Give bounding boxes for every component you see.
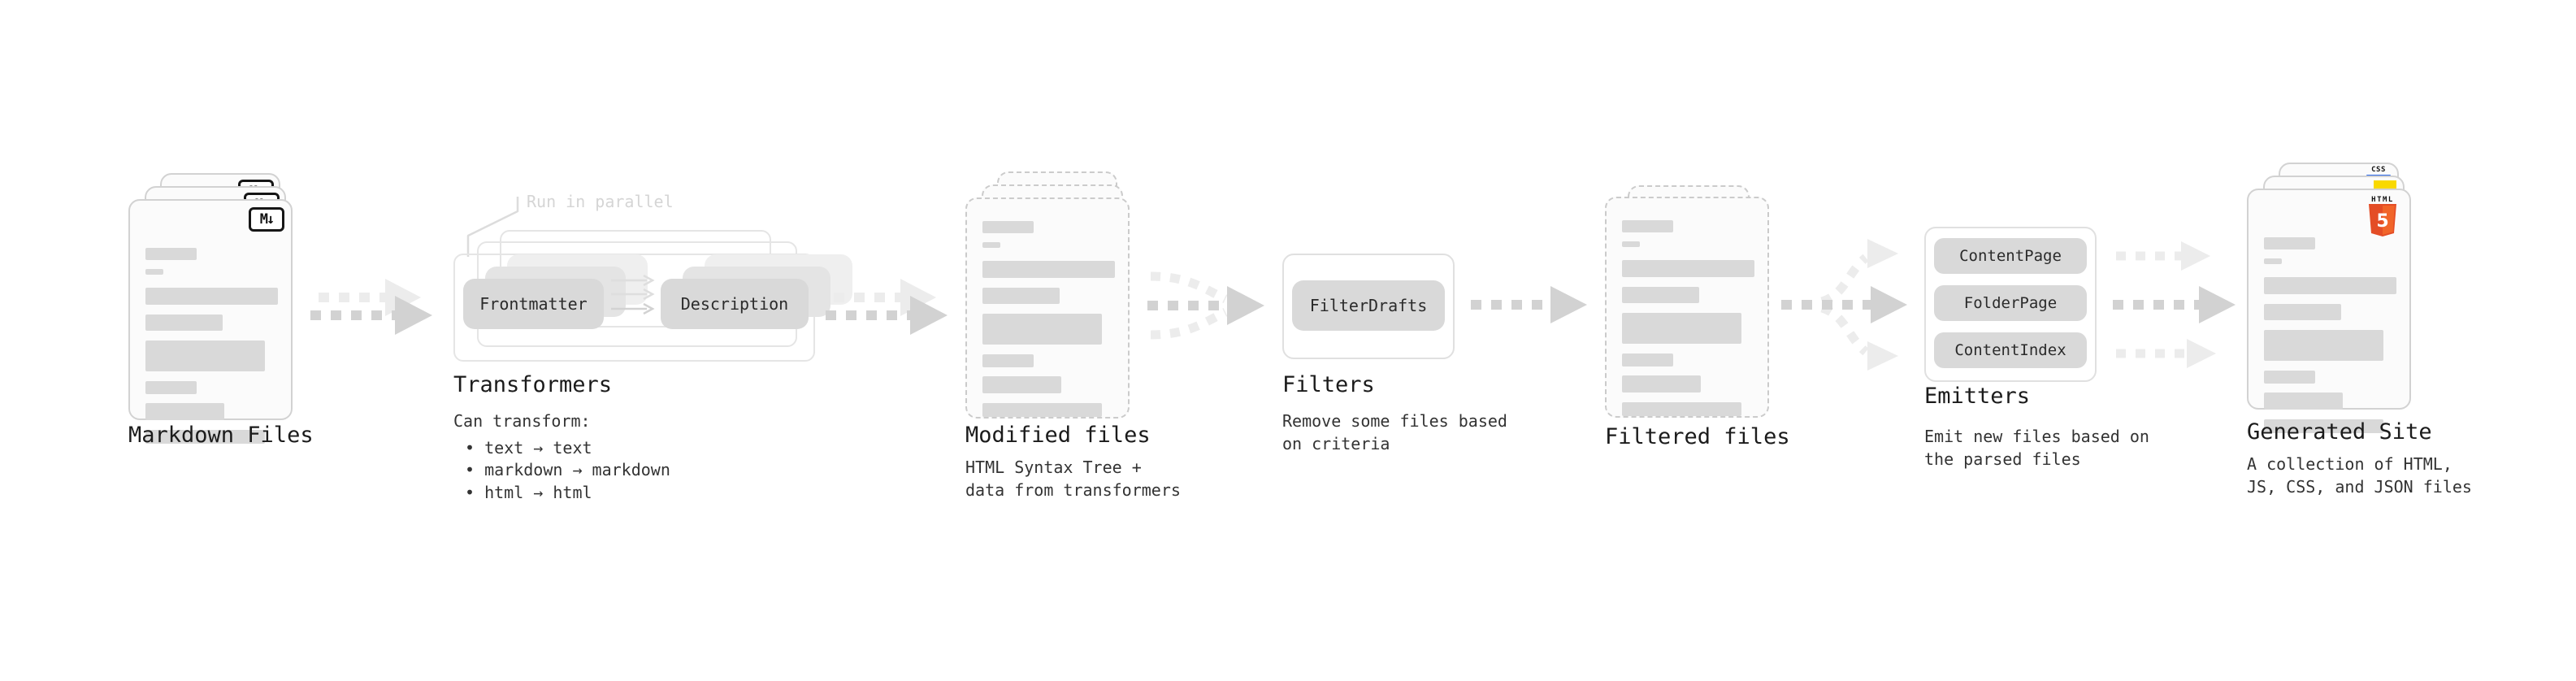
flow-arrow-emitters-to-site bbox=[2113, 241, 2236, 368]
modified-files-label: Modified files bbox=[965, 423, 1151, 448]
filtered-file-card bbox=[1605, 197, 1769, 418]
emitter-pill-contentindex: ContentIndex bbox=[1934, 332, 2087, 368]
caption-line: on criteria bbox=[1282, 433, 1390, 453]
mini-arrow bbox=[611, 288, 655, 300]
transformers-node: Run in parallel Frontmatter Description bbox=[453, 192, 852, 362]
caption-line: JS, CSS, and JSON files bbox=[2247, 476, 2472, 497]
caption-line: A collection of HTML, bbox=[2247, 454, 2452, 474]
generated-site-caption: A collection of HTML, JS, CSS, and JSON … bbox=[2247, 453, 2472, 498]
caption-bullet: • html → html bbox=[465, 482, 592, 502]
emitters-caption: Emit new files based on the parsed files bbox=[1924, 426, 2149, 471]
mini-arrow bbox=[611, 303, 655, 314]
transformers-label: Transformers bbox=[453, 372, 613, 397]
generated-site-label: Generated Site bbox=[2247, 419, 2432, 445]
html-file-card: HTML 5 bbox=[2247, 189, 2411, 433]
filters-label: Filters bbox=[1282, 372, 1375, 397]
run-in-parallel-annotation: Run in parallel bbox=[527, 192, 674, 211]
filtered-files-stack bbox=[1605, 185, 1777, 419]
mini-arrow bbox=[611, 275, 655, 286]
markdown-files-label: Markdown Files bbox=[128, 423, 314, 448]
caption-line: Remove some files based bbox=[1282, 411, 1507, 431]
markdown-icon: M↓ bbox=[249, 207, 284, 232]
html5-icon: HTML 5 bbox=[2364, 196, 2401, 240]
flow-arrow-transformers-to-modified bbox=[826, 279, 948, 335]
filters-caption: Remove some files based on criteria bbox=[1282, 410, 1507, 455]
emitter-pill-contentpage: ContentPage bbox=[1934, 238, 2087, 274]
emitters-label: Emitters bbox=[1924, 384, 2031, 409]
svg-text:5: 5 bbox=[2376, 211, 2388, 232]
caption-line: HTML Syntax Tree + bbox=[965, 458, 1142, 477]
flow-arrow-markdown-to-transformers bbox=[310, 279, 432, 335]
caption-line: the parsed files bbox=[1924, 449, 2081, 469]
markdown-files-stack: M↓ M↓ M↓ bbox=[128, 173, 301, 444]
leader-line bbox=[466, 197, 519, 257]
caption-bullet: • markdown → markdown bbox=[465, 460, 670, 479]
caption-bullet: • text → text bbox=[465, 437, 592, 458]
modified-files-stack bbox=[965, 171, 1138, 419]
mock-text-lines bbox=[145, 248, 278, 444]
filter-pill-filterdrafts: FilterDrafts bbox=[1292, 280, 1445, 331]
transformer-pill-frontmatter: Frontmatter bbox=[463, 279, 604, 329]
transformer-pill-description: Description bbox=[661, 279, 809, 329]
caption-line: Emit new files based on bbox=[1924, 427, 2149, 446]
modified-file-card bbox=[965, 197, 1130, 419]
generated-site-stack: CSS HTML 5 bbox=[2247, 163, 2419, 433]
flow-arrow-modified-to-filters bbox=[1147, 271, 1264, 340]
caption-line: data from transformers bbox=[965, 479, 1181, 500]
mock-text-lines bbox=[982, 221, 1115, 417]
mock-text-lines bbox=[2264, 237, 2396, 433]
mock-text-lines bbox=[1622, 220, 1754, 416]
filtered-files-label: Filtered files bbox=[1605, 424, 1790, 449]
markdown-file-card: M↓ bbox=[128, 199, 293, 444]
modified-files-caption: HTML Syntax Tree + data from transformer… bbox=[965, 457, 1181, 501]
caption-line: Can transform: bbox=[453, 411, 591, 431]
emitter-pill-folderpage: FolderPage bbox=[1934, 285, 2087, 321]
flow-arrow-filters-to-filtered bbox=[1471, 286, 1587, 323]
transformers-caption: Can transform: • text → text • markdown … bbox=[453, 410, 670, 504]
flow-arrow-filtered-to-emitters bbox=[1781, 239, 1907, 371]
javascript-icon bbox=[2374, 180, 2396, 191]
